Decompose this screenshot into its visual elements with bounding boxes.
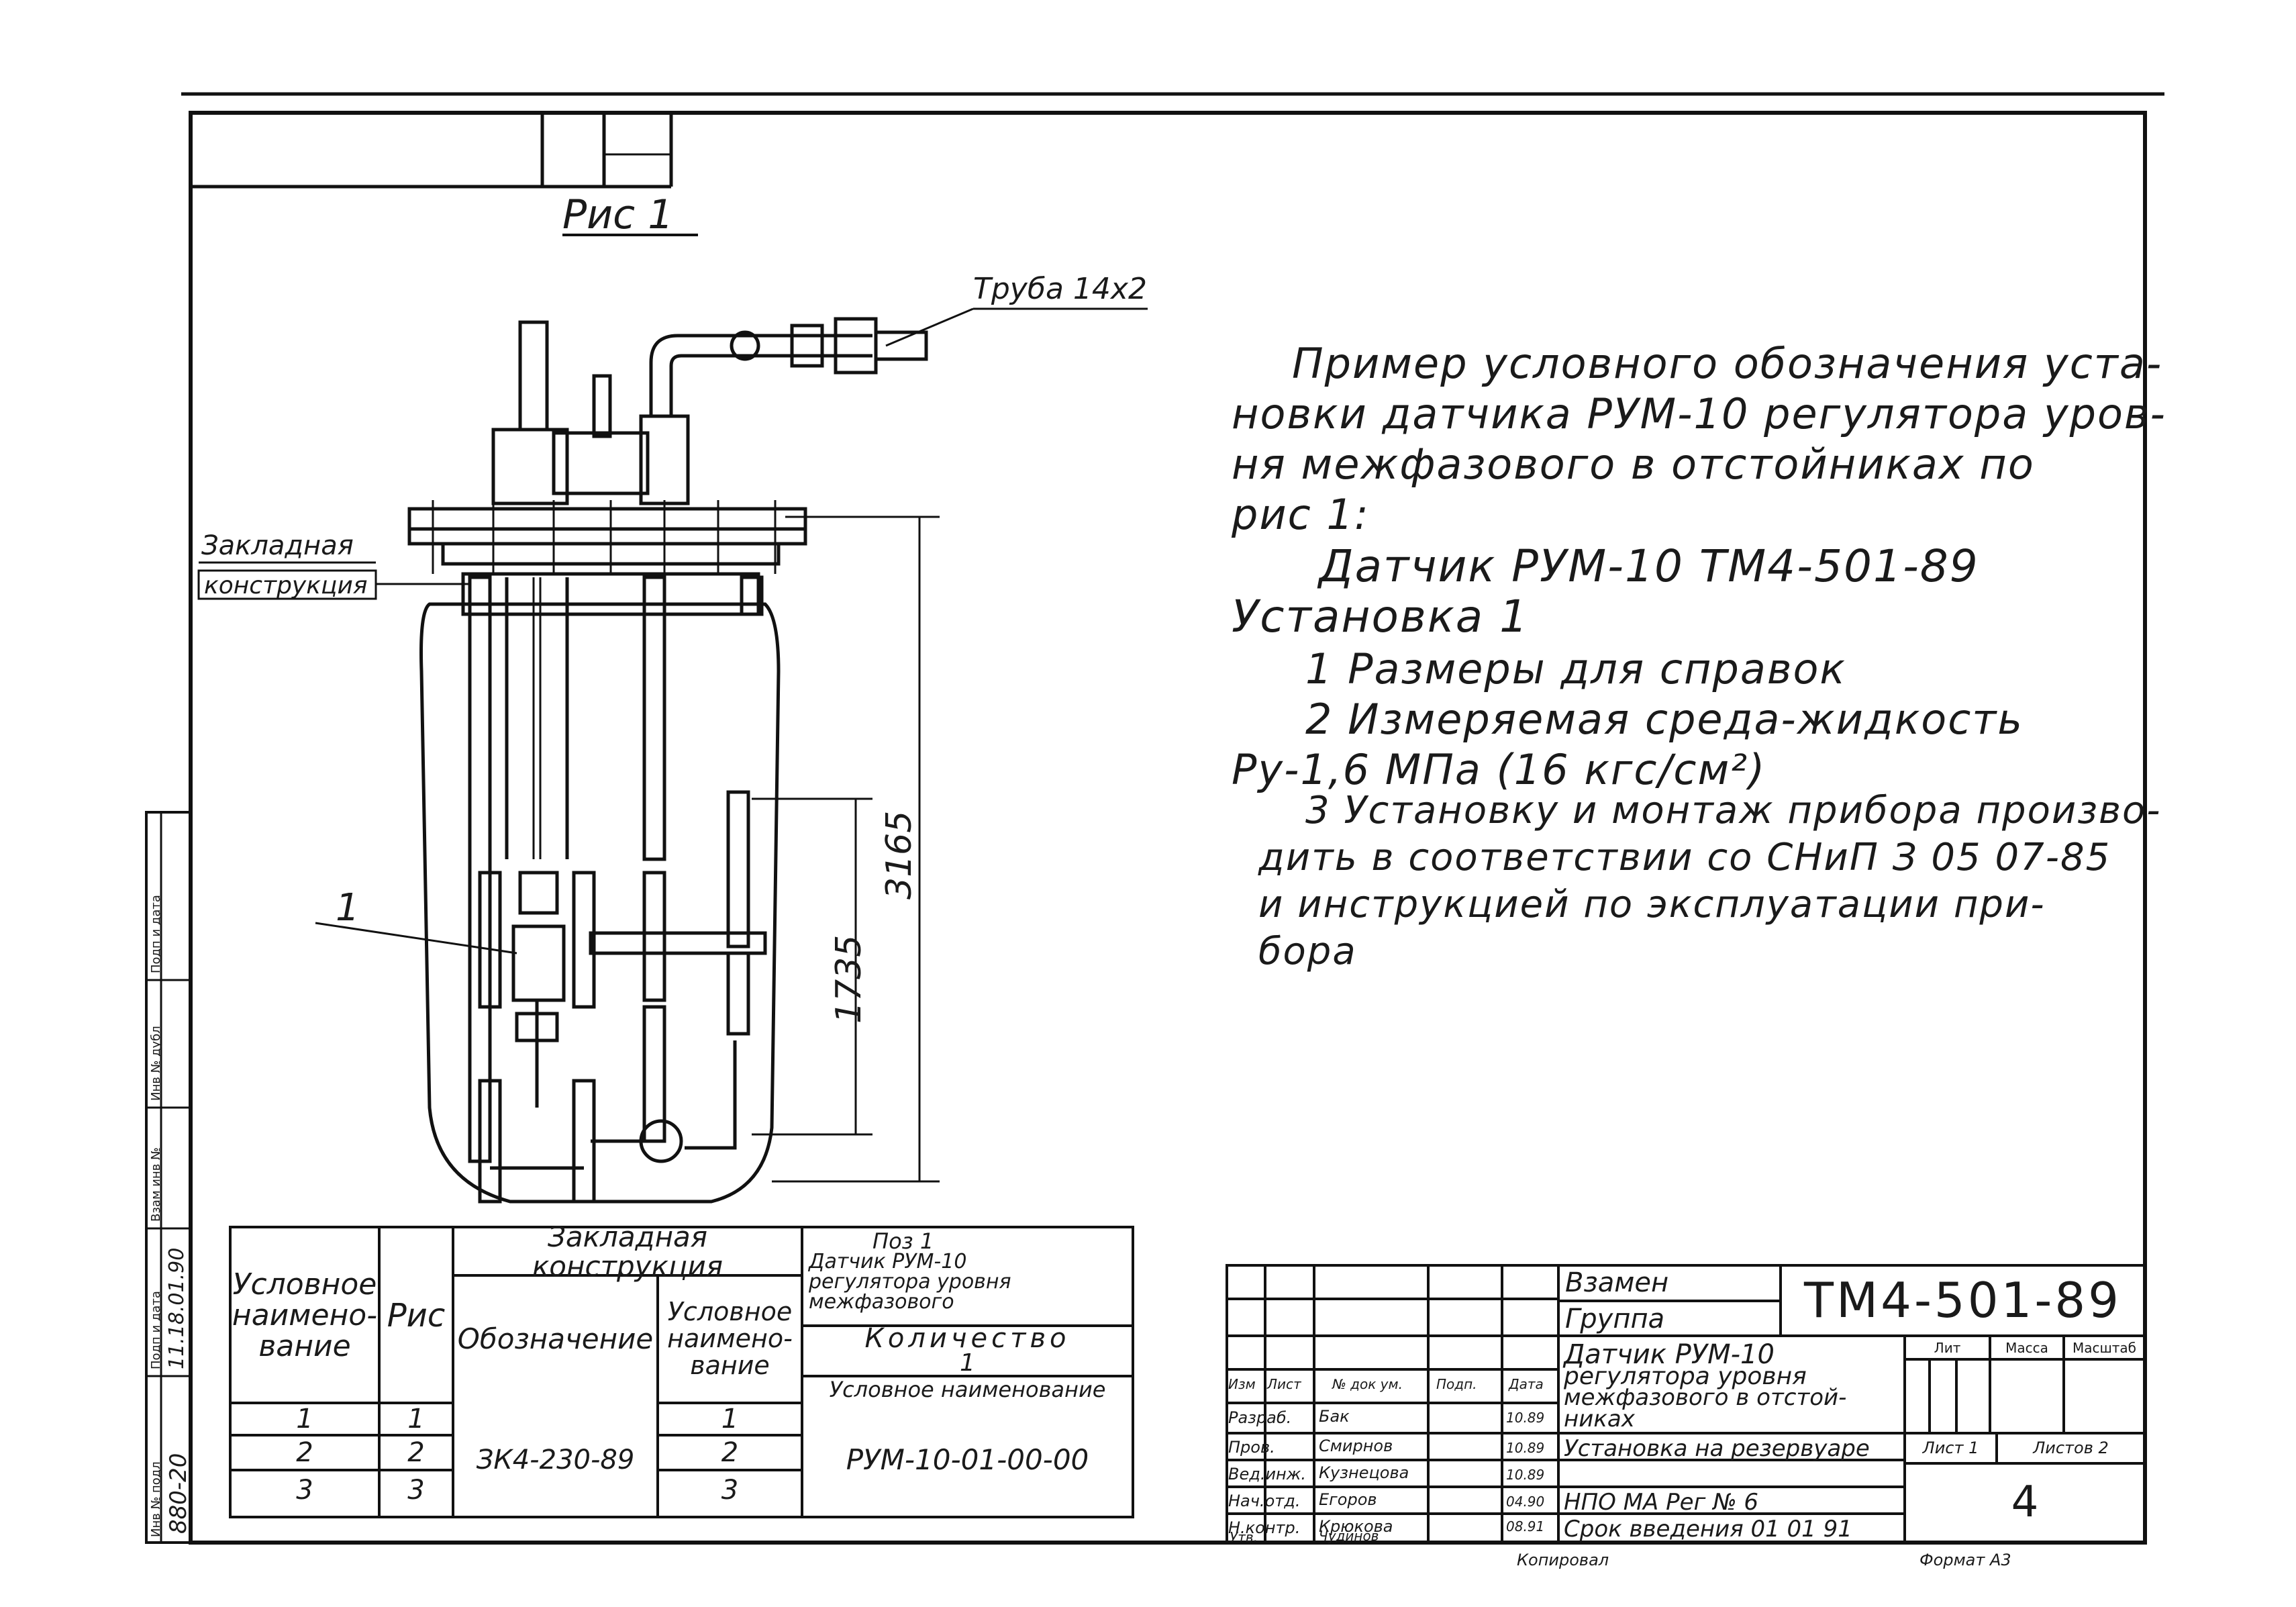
side-label-sign: Подп и дата <box>149 1291 163 1369</box>
role-name: Крюкова <box>1319 1517 1393 1536</box>
table-row: 2 <box>407 1437 425 1468</box>
pos-header-3: регулятора уровня <box>809 1270 1011 1294</box>
spec-designation-header: Обозначение <box>457 1322 654 1355</box>
spec-conditional-header: Условное наимено-вание <box>667 1297 793 1380</box>
quantity-value: 1 <box>960 1349 975 1377</box>
note-item-3-3: и инструкцией по эксплуатации при- <box>1258 883 2046 926</box>
designation-line-1: Датчик РУМ-10 ТМ4-501-89 <box>1319 540 1979 592</box>
organization: НПО МА Рег № 6 <box>1564 1489 1758 1516</box>
mass-label: Масса <box>2005 1339 2048 1356</box>
date-cell: 08.91 <box>1506 1518 1545 1535</box>
date-cell: 10.89 <box>1506 1440 1545 1456</box>
sheets-label: Листов 2 <box>2033 1439 2109 1458</box>
pipe-label: Труба 14х2 <box>973 272 1147 306</box>
role-label: Н.контр. <box>1228 1518 1301 1537</box>
hdr-sign: Подп. <box>1436 1376 1477 1392</box>
vessel-drawing <box>407 317 928 1204</box>
embedded-construction-label-2: конструкция <box>204 572 368 599</box>
table-row: 1 <box>721 1404 739 1434</box>
dimension-1735: 1735 <box>829 934 869 1024</box>
note-line-2: новки датчика РУМ-10 регулятора уров- <box>1232 389 2166 438</box>
pos-header-2: Датчик РУМ-10 <box>809 1250 967 1273</box>
vzamen-label: Взамен <box>1565 1267 1669 1298</box>
sensor-value: РУМ-10-01-00-00 <box>846 1443 1089 1476</box>
table-row: 3 <box>407 1475 425 1506</box>
note-item-2b: Ру-1,6 МПа (16 кгс/см²) <box>1232 745 1766 794</box>
designation-value: ЗК4-230-89 <box>476 1445 635 1475</box>
side-label-dubl: Инв № дубл <box>149 1026 163 1101</box>
role-name: Егоров <box>1319 1490 1377 1509</box>
role-label: Разраб. <box>1228 1408 1292 1427</box>
title-line-5: Установка на резервуаре <box>1564 1435 1870 1462</box>
role-label: Нач.отд. <box>1228 1492 1301 1510</box>
role-label: Вед.инж. <box>1228 1465 1306 1483</box>
note-item-3-1: 3 Установку и монтаж прибора произво- <box>1305 789 2162 832</box>
format-label: Формат А3 <box>1919 1551 2011 1569</box>
spec-col-fig-header: Рис <box>387 1296 446 1334</box>
title-block-grid <box>1226 1264 2146 1544</box>
hdr-list: Лист <box>1267 1376 1301 1392</box>
hdr-doc: № док ум. <box>1332 1376 1403 1392</box>
note-item-2: 2 Измеряемая среда-жидкость <box>1305 695 2024 744</box>
document-number: ТМ4-501-89 <box>1804 1272 2122 1329</box>
side-label-vzam: Взам инв № <box>149 1147 163 1222</box>
sheet-number: 4 <box>2011 1477 2039 1528</box>
dimension-3165: 3165 <box>879 810 919 899</box>
note-line-1: Пример условного обозначения уста- <box>1292 339 2163 388</box>
table-row: 1 <box>407 1404 425 1434</box>
date-cell: 10.89 <box>1506 1410 1545 1426</box>
table-row: 3 <box>721 1475 739 1506</box>
sheet-label: Лист 1 <box>1922 1439 1979 1458</box>
embedded-construction-label: Закладная <box>201 530 354 561</box>
lit-label: Лит <box>1934 1339 1961 1356</box>
role-label: Пров. <box>1228 1438 1275 1457</box>
spec-table-grid <box>229 1226 1134 1518</box>
note-item-3-2: дить в соответствии со СНиП З 05 07-85 <box>1258 836 2111 879</box>
side-inv-value: 880-20 <box>165 1453 192 1534</box>
title-line-2: регулятора уровня <box>1564 1363 1807 1390</box>
role-label: Утв. <box>1230 1529 1258 1545</box>
note-item-3-4: бора <box>1258 930 1357 973</box>
spec-group-header: Закладная конструкция <box>532 1220 723 1283</box>
designation-line-2: Установка 1 <box>1232 591 1530 642</box>
table-row: 2 <box>721 1437 739 1468</box>
role-name: Бак <box>1319 1407 1350 1426</box>
gruppa-label: Группа <box>1565 1304 1665 1334</box>
cond-name-label: Условное наименование <box>829 1377 1106 1403</box>
pos-header-1: Поз 1 <box>872 1228 934 1254</box>
intro-date: Срок введения 01 01 91 <box>1564 1516 1852 1543</box>
role-name: Кузнецова <box>1319 1463 1409 1482</box>
pos-header-4: межфазового <box>809 1290 954 1314</box>
table-row: 2 <box>296 1437 313 1468</box>
table-row: 3 <box>296 1475 313 1506</box>
date-cell: 10.89 <box>1506 1467 1545 1483</box>
role-name: Смирнов <box>1319 1436 1393 1455</box>
note-item-1: 1 Размеры для справок <box>1305 644 1846 693</box>
side-date-value: 11.18.01.90 <box>165 1247 189 1369</box>
hdr-izm: Изм <box>1228 1376 1256 1392</box>
title-line-3: межфазового в отстой- <box>1564 1384 1847 1411</box>
table-row: 1 <box>296 1404 313 1434</box>
title-line-1: Датчик РУМ-10 <box>1564 1339 1775 1370</box>
copied-by: Копировал <box>1517 1551 1609 1569</box>
spec-col-name-header: Условное наимено-вание <box>232 1267 378 1364</box>
role-name: Чудинов <box>1319 1528 1379 1544</box>
quantity-label: Количество <box>864 1323 1070 1354</box>
date-cell: 04.90 <box>1506 1494 1545 1510</box>
side-label-sign-2: Подп и дата <box>149 895 163 973</box>
side-label-inv: Инв № подл <box>149 1461 163 1537</box>
position-marker: 1 <box>336 886 360 930</box>
note-line-4: рис 1: <box>1232 490 1370 539</box>
hdr-date: Дата <box>1509 1376 1544 1392</box>
note-line-3: ня межфазового в отстойниках по <box>1232 440 2035 489</box>
scale-label: Масштаб <box>2072 1339 2137 1356</box>
figure-caption: Рис 1 <box>562 191 674 238</box>
title-line-4: никах <box>1564 1406 1635 1432</box>
